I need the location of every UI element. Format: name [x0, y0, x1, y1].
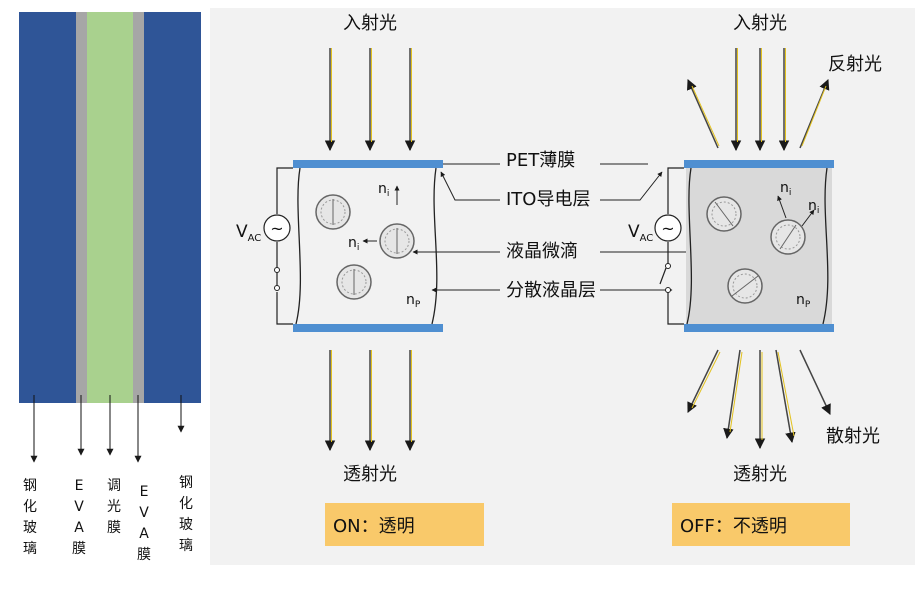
off-caption-box	[672, 503, 850, 546]
layer-stack	[19, 12, 201, 463]
off-incident-label: 入射光	[733, 13, 787, 34]
glass-layer-right	[144, 12, 201, 403]
eva-layer-left	[76, 12, 87, 403]
on-caption-box	[325, 503, 484, 546]
off-transmitted-label: 透射光	[733, 464, 787, 485]
on-caption: ON：透明	[333, 516, 415, 537]
layer-label-glass-left: 钢化玻璃	[23, 478, 37, 557]
pet-label: PET薄膜	[506, 150, 575, 171]
off-n-index-2: ni	[808, 198, 819, 216]
ito-label: ITO导电层	[506, 189, 590, 210]
on-bottom-electrode	[293, 324, 443, 332]
on-droplet-3	[336, 264, 372, 300]
off-droplet-1	[706, 196, 742, 232]
off-voltage-label: VAC	[628, 222, 653, 244]
on-droplet-2	[379, 223, 415, 259]
off-bottom-electrode	[684, 324, 834, 332]
on-incident-label: 入射光	[343, 13, 397, 34]
off-reflected-label: 反射光	[828, 54, 882, 75]
on-top-electrode	[293, 160, 443, 168]
on-n-index-1: ni	[378, 181, 389, 199]
svg-text:~: ~	[270, 219, 283, 238]
layer-label-film: 调光膜	[107, 478, 121, 536]
center-labels: PET薄膜 ITO导电层 液晶微滴 分散液晶层	[412, 150, 736, 301]
off-n-index-1: ni	[780, 180, 791, 198]
off-droplet-2	[770, 219, 806, 255]
off-n-p: nP	[796, 292, 811, 310]
film-layer	[87, 12, 133, 403]
off-state: 入射光 反射光	[628, 13, 882, 546]
on-state: 入射光 ni ni nP	[236, 13, 484, 546]
glass-layer-left	[19, 12, 76, 403]
on-droplet-1	[315, 194, 351, 230]
off-cell-fill	[686, 168, 832, 324]
off-droplet-3	[727, 268, 763, 304]
svg-text:~: ~	[661, 219, 674, 238]
on-n-p: nP	[406, 292, 421, 310]
on-voltage-label: VAC	[236, 222, 261, 244]
droplet-label: 液晶微滴	[506, 241, 578, 262]
pdlc-label: 分散液晶层	[506, 280, 596, 301]
layer-label-glass-right: 钢化玻璃	[179, 475, 193, 554]
off-top-electrode	[684, 160, 834, 168]
on-transmitted-label: 透射光	[343, 464, 397, 485]
eva-layer-right	[133, 12, 144, 403]
off-caption: OFF：不透明	[680, 516, 787, 537]
on-n-index-2: ni	[348, 235, 359, 253]
off-scattered-label: 散射光	[826, 426, 880, 447]
